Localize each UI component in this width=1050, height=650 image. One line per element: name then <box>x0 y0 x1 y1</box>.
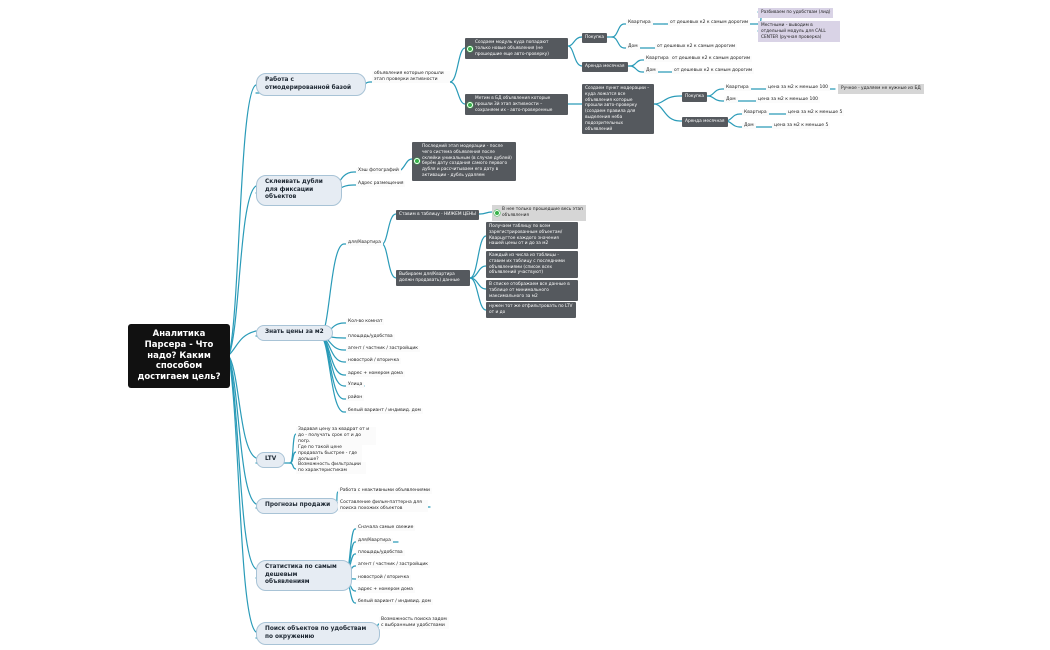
branch-search-by-amenities[interactable]: Поиск объектов по удобствам по окружению <box>256 622 380 646</box>
rent-house-note: от дешевых к2 к самым дорогим <box>672 68 755 75</box>
branch-prices-per-m2[interactable]: Знать цены за м2 <box>256 325 333 341</box>
house-ppm-note: цена за м2 к меньше 100 <box>756 97 821 104</box>
ltv-filter-leaf: Возможность фильтрации по характеристика… <box>296 462 366 475</box>
stats-area-leaf: площадь/удобства <box>356 550 405 557</box>
ltv-filter-node[interactable]: нужен тот же отфильтровать по LTV от и д… <box>486 302 576 318</box>
node-text: Создаем модуль куда попадают только новы… <box>475 40 549 57</box>
rent-apartment-label-2: Квартира <box>742 110 769 117</box>
pattern-search-leaf: Составление фильм-паттерна для поиска по… <box>338 500 428 513</box>
branch-label: Поиск объектов по удобствам по окружению <box>265 626 367 640</box>
rent-apartment-ppm-note: цена за м2 к меньше 5 <box>786 110 845 117</box>
node-text: Метим в БД объявления которые прошли 3й … <box>475 96 553 113</box>
node-text: Последний этап модерации - после чего си… <box>422 144 512 178</box>
white-variant-house-leaf: белый вариант / индивид. дом <box>346 408 423 415</box>
moderated-base-note: объявления которые прошли этап проверки … <box>372 71 450 84</box>
monthly-rent-node-2[interactable]: Аренда месячная <box>682 117 728 127</box>
stats-white-variant-leaf: белый вариант / индивид. дом <box>356 599 433 606</box>
district-leaf: район <box>346 395 365 402</box>
ltv-sell-speed-leaf: Где по такой цене продавать быстрее - гд… <box>296 445 362 464</box>
freshest-first-leaf: Сначала самые свежие <box>356 525 416 532</box>
root-topic[interactable]: Аналитика Парсера - Что надо? Каким спос… <box>128 324 230 388</box>
inactive-ads-leaf: Работа с неактивными объявлениями <box>338 488 432 495</box>
mark-checked-ads-node[interactable]: Метим в БД объявления которые прошли 3й … <box>465 94 568 116</box>
branch-label: Работа с отмодерированной базой <box>265 77 352 91</box>
stats-agent-leaf: агент / частник / застройщик <box>356 562 430 569</box>
new-ads-module-node[interactable]: Создаем модуль куда попадают только новы… <box>465 38 568 60</box>
branch-label: Статистика по самым дешевым объявлениям <box>265 564 337 586</box>
stats-apartment-leaf: для/Квартира <box>356 538 393 545</box>
address-house-number-leaf: адрес + номером дома <box>346 371 405 378</box>
apartment-label: Квартира <box>626 20 653 27</box>
agent-owner-developer-leaf: агент / частник / застройщик <box>346 346 420 353</box>
branch-merge-duplicates[interactable]: Склеивать дубли для фиксации объектов <box>256 175 342 206</box>
monthly-rent-node[interactable]: Аренда месячная <box>582 62 628 72</box>
branch-moderated-base[interactable]: Работа с отмодерированной базой <box>256 73 366 97</box>
passed-ads-note: В нее только прошедшие весь этап объявле… <box>492 205 586 221</box>
photo-hash-leaf: Хэш фотографий <box>356 168 401 175</box>
node-text: В нее только прошедшие весь этап объявле… <box>502 207 583 218</box>
apartment-label-2: Квартира <box>724 85 751 92</box>
house-label: Дом <box>626 44 640 51</box>
house-price-note: от дешевых к2 к самым дорогим <box>655 44 738 51</box>
purchase-node-2[interactable]: Покупка <box>682 92 708 102</box>
db-apartment-leaf: для/Квартира <box>346 240 383 247</box>
rent-house-ppm-note: цена за м2 к меньше 5 <box>772 123 831 130</box>
house-label-2: Дом <box>724 97 738 104</box>
table-rows-node[interactable]: Каждый из числа из таблицы - ставим их т… <box>486 251 578 279</box>
moderation-point-node[interactable]: Создаем пункт модерации – куда ложатся в… <box>582 84 654 135</box>
street-leaf: Улица <box>346 382 365 389</box>
rooms-count-leaf: Кол-во комнат <box>346 319 385 326</box>
new-secondary-leaf: новострой / вторичка <box>346 358 402 365</box>
call-center-note: Местными - выводим в отдельный модуль дл… <box>758 21 840 43</box>
branch-ltv[interactable]: LTV <box>256 452 286 468</box>
placement-address-leaf: Адрес размещения <box>356 181 406 188</box>
branch-cheapest-stats[interactable]: Статистика по самым дешевым объявлениям <box>256 560 352 591</box>
area-amenities-leaf: площадь/удобства <box>346 334 395 341</box>
put-in-table-node[interactable]: Ставим в таблицу - НИЖЕМ ЦЕНЫ <box>396 210 479 220</box>
apartment-ppm-note: цена за м2 к меньше 100 <box>766 85 831 92</box>
branch-sales-forecast[interactable]: Прогнозы продажи <box>256 498 340 514</box>
min-max-list-node[interactable]: В списке отображаем все данные в таблице… <box>486 280 578 302</box>
select-apartment-data-node[interactable]: Выбираем для/Квартира должн продавать) д… <box>396 270 470 286</box>
amenities-search-leaf: Возможность поиска задом с выбранными уд… <box>379 617 449 630</box>
rent-apartment-note: от дешевых к2 к самым дорогим <box>670 56 753 63</box>
check-icon <box>494 209 500 216</box>
stats-new-secondary-leaf: новострой / вторичка <box>356 575 412 582</box>
branch-label: Склеивать дубли для фиксации объектов <box>265 179 323 201</box>
split-by-amenities-note: Разбиваем по удобствам (лид) <box>758 8 834 18</box>
stats-address-leaf: адрес + номером дома <box>356 587 415 594</box>
rent-apartment-label: Квартира <box>644 56 671 63</box>
rent-house-label: Дом <box>644 68 658 75</box>
ltv-price-range-leaf: Задавая цену за квадрат от и до - получа… <box>296 427 376 446</box>
check-icon <box>414 158 420 165</box>
manual-delete-note: Ручное - удаляем не нужные из БД <box>838 84 924 94</box>
check-icon <box>467 101 473 108</box>
check-icon <box>467 45 473 52</box>
purchase-node[interactable]: Покупка <box>582 33 608 43</box>
last-moderation-stage-node[interactable]: Последний этап модерации - после чего си… <box>412 142 516 181</box>
apartment-price-note: от дешевых к2 к самым дорогим <box>668 20 751 27</box>
rent-house-label-2: Дом <box>742 123 756 130</box>
price-table-node[interactable]: Получаем таблицу по всем зарегистрирован… <box>486 222 578 250</box>
